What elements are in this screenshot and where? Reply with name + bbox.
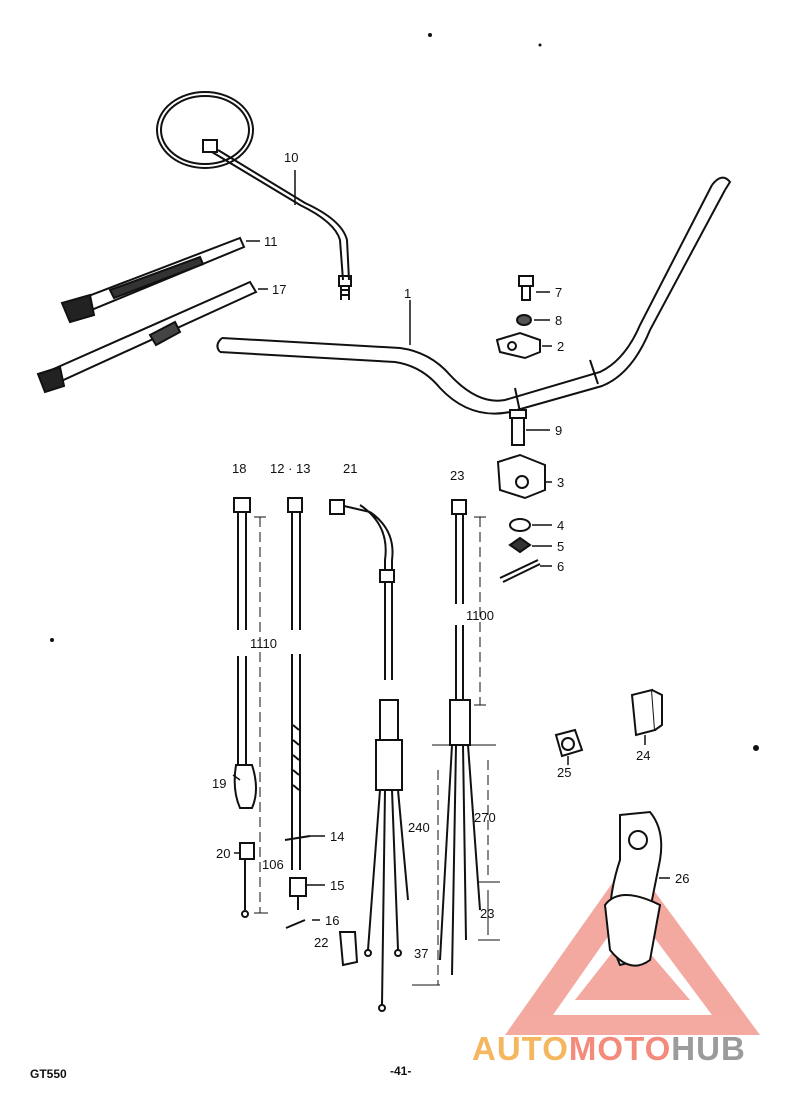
callout-8: 8 <box>555 313 562 328</box>
dimension-labels: 1110 106 1100 240 270 23 37 <box>250 608 496 961</box>
callout-11: 11 <box>264 234 278 249</box>
dim-270: 270 <box>474 810 496 825</box>
dim-23: 23 <box>480 906 494 921</box>
watermark-part-hub: HUB <box>671 1030 746 1067</box>
dim-1100: 1100 <box>466 608 494 623</box>
callout-23-top: 23 <box>450 468 464 483</box>
handlebar-part <box>216 176 732 415</box>
strap-part-11 <box>60 236 246 324</box>
clamp-part-25 <box>554 728 584 758</box>
clamp-parts <box>495 275 546 583</box>
callout-19: 19 <box>212 776 226 791</box>
cable-part-12-13 <box>285 497 307 929</box>
callout-25: 25 <box>557 765 571 780</box>
callout-17: 17 <box>272 282 286 297</box>
cable-part-18 <box>233 497 268 918</box>
callout-24: 24 <box>636 748 650 763</box>
callout-12-13: 12 · 13 <box>270 461 310 476</box>
guide-part-26 <box>603 810 663 967</box>
scan-dots <box>50 33 759 751</box>
callout-26: 26 <box>675 871 689 886</box>
callout-15: 15 <box>330 878 344 893</box>
callout-7: 7 <box>555 285 562 300</box>
watermark-text: AUTOMOTOHUB <box>472 1030 746 1068</box>
callout-labels: 1 7 8 2 9 3 4 5 6 10 11 17 18 12 · 13 21… <box>212 150 689 950</box>
callout-14: 14 <box>330 829 344 844</box>
dim-240: 240 <box>408 820 430 835</box>
cable-part-23 <box>412 499 500 986</box>
page-number: -41- <box>390 1064 412 1078</box>
callout-2: 2 <box>557 339 564 354</box>
callout-22: 22 <box>314 935 328 950</box>
dim-106: 106 <box>262 857 284 872</box>
dim-37: 37 <box>414 946 428 961</box>
callout-3: 3 <box>557 475 564 490</box>
callout-6: 6 <box>557 559 564 574</box>
callout-20: 20 <box>216 846 230 861</box>
callout-16: 16 <box>325 913 339 928</box>
watermark-part-auto: AUTO <box>472 1030 569 1067</box>
model-label: GT550 <box>30 1067 67 1081</box>
small-parts <box>284 835 359 967</box>
strap-part-17 <box>36 280 258 394</box>
dim-1110: 1110 <box>250 636 277 651</box>
clip-part-24 <box>630 688 663 737</box>
leader-lines <box>232 170 670 921</box>
callout-18: 18 <box>232 461 246 476</box>
callout-4: 4 <box>557 518 564 533</box>
callout-9: 9 <box>555 423 562 438</box>
mirror-part <box>156 91 352 300</box>
callout-1: 1 <box>404 286 411 301</box>
callout-10: 10 <box>284 150 298 165</box>
callout-21: 21 <box>343 461 357 476</box>
throttle-cable-part-21 <box>329 499 409 1012</box>
callout-5: 5 <box>557 539 564 554</box>
watermark-part-moto: MOTO <box>568 1030 672 1067</box>
